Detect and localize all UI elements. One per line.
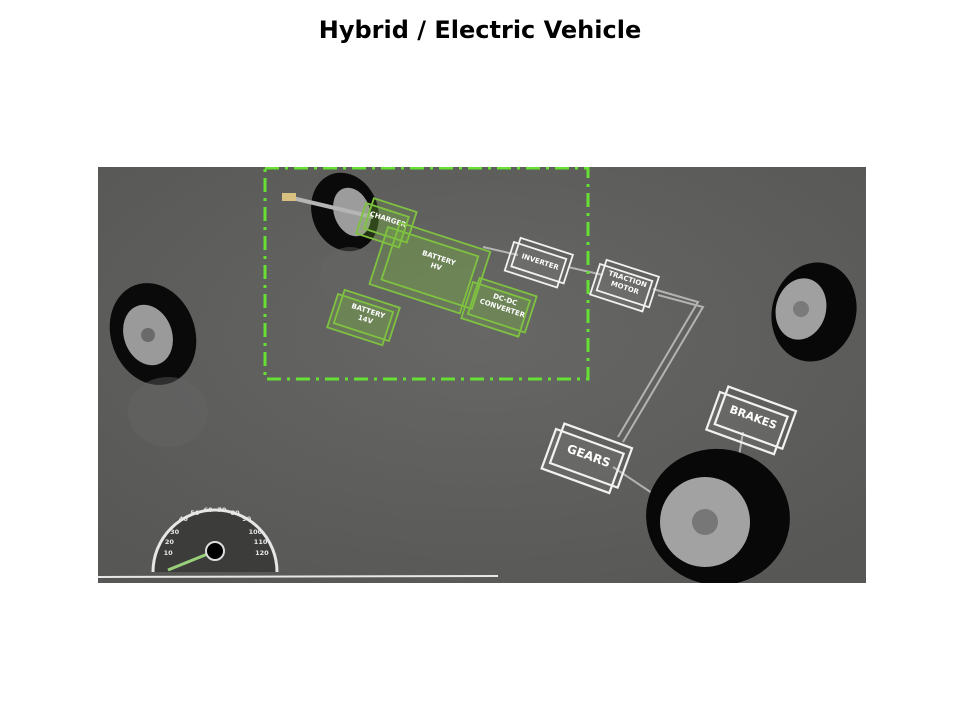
wheel-front-left: [109, 283, 208, 447]
speedometer-tick-label: 110: [254, 538, 268, 546]
hybrid-system-highlight: [263, 167, 590, 381]
speedometer-tick-label: 40: [179, 515, 189, 523]
speedometer-tick-label: 60: [204, 506, 214, 514]
vehicle-diagram: CHARGER BATTERY HV BATTERY 14V DC-DC CON…: [98, 167, 866, 583]
speedometer-tick-label: 70: [217, 506, 227, 514]
wheel-rear-right: [771, 262, 857, 362]
wheel-front-right: [646, 448, 790, 583]
gears-box: GEARS: [540, 422, 634, 495]
speedometer-tick-label: 10: [164, 549, 174, 557]
dcdc-converter-box: DC-DC CONVERTER: [460, 276, 538, 338]
inverter-box: INVERTER: [503, 236, 575, 289]
speedometer-tick-label: 100: [249, 528, 263, 536]
speedometer-tick-label: 90: [242, 515, 252, 523]
speedometer-tick-label: 30: [170, 528, 180, 536]
battery-hv-label-2: HV: [429, 261, 443, 272]
speedometer-tick-label: 120: [255, 549, 269, 557]
wiring-lines: [482, 246, 744, 498]
slide-title: Hybrid / Electric Vehicle: [318, 16, 642, 44]
traction-motor-box: TRACTION MOTOR: [588, 258, 661, 313]
charging-cable: [282, 193, 374, 219]
speedometer-tick-label: 80: [231, 509, 241, 517]
speedometer-tick-label: 20: [165, 538, 175, 546]
battery-hv-box: BATTERY HV: [368, 221, 492, 315]
battery-14v-box: BATTERY 14V: [326, 288, 401, 347]
speedometer-tick-label: 50: [190, 509, 200, 517]
brakes-box: BRAKES: [704, 385, 798, 456]
speedometer-hub: [205, 541, 225, 561]
dashboard-line: [98, 575, 499, 578]
